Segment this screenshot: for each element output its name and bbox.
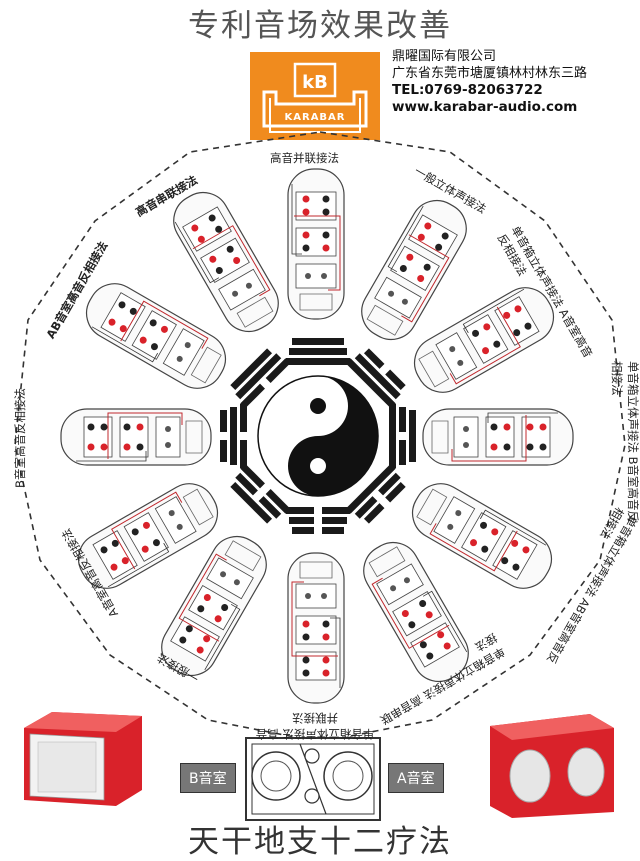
company-tel: TEL:0769-82063722 <box>392 82 543 98</box>
speaker-cabinet-diagram <box>245 737 381 821</box>
company-name: 鼎曜国际有限公司 <box>392 49 497 64</box>
red-speaker-right-image <box>490 714 614 818</box>
karabar-logo: kB KARABAR <box>250 52 380 140</box>
logo-brand: KARABAR <box>285 112 346 123</box>
plate-m1 <box>287 168 345 320</box>
company-web: www.karabar-audio.com <box>392 99 578 115</box>
page-title: 专利音场效果改善 <box>188 8 452 44</box>
room-b-label: B音室 <box>180 763 236 793</box>
method-label-m1: 高音并联接法 <box>270 151 339 165</box>
company-address: 广东省东莞市塘厦镇林村林东三路 <box>392 66 588 81</box>
method-label-m7: 单音箱立体声接法 高音并联接法 <box>255 711 375 741</box>
bagua-symbol <box>220 338 416 534</box>
plate-m4 <box>422 408 574 466</box>
company-info: 鼎曜国际有限公司 广东省东莞市塘厦镇林村林东三路 TEL:0769-820637… <box>392 48 587 116</box>
red-speaker-left-image <box>24 712 142 806</box>
plate-m7 <box>287 552 345 704</box>
logo-mark: kB <box>302 72 328 93</box>
plate-m10 <box>60 408 212 466</box>
plate-m12 <box>163 182 289 342</box>
room-a-label: A音室 <box>388 763 444 793</box>
method-label-m10: B音室高音反相接法 <box>12 388 27 488</box>
